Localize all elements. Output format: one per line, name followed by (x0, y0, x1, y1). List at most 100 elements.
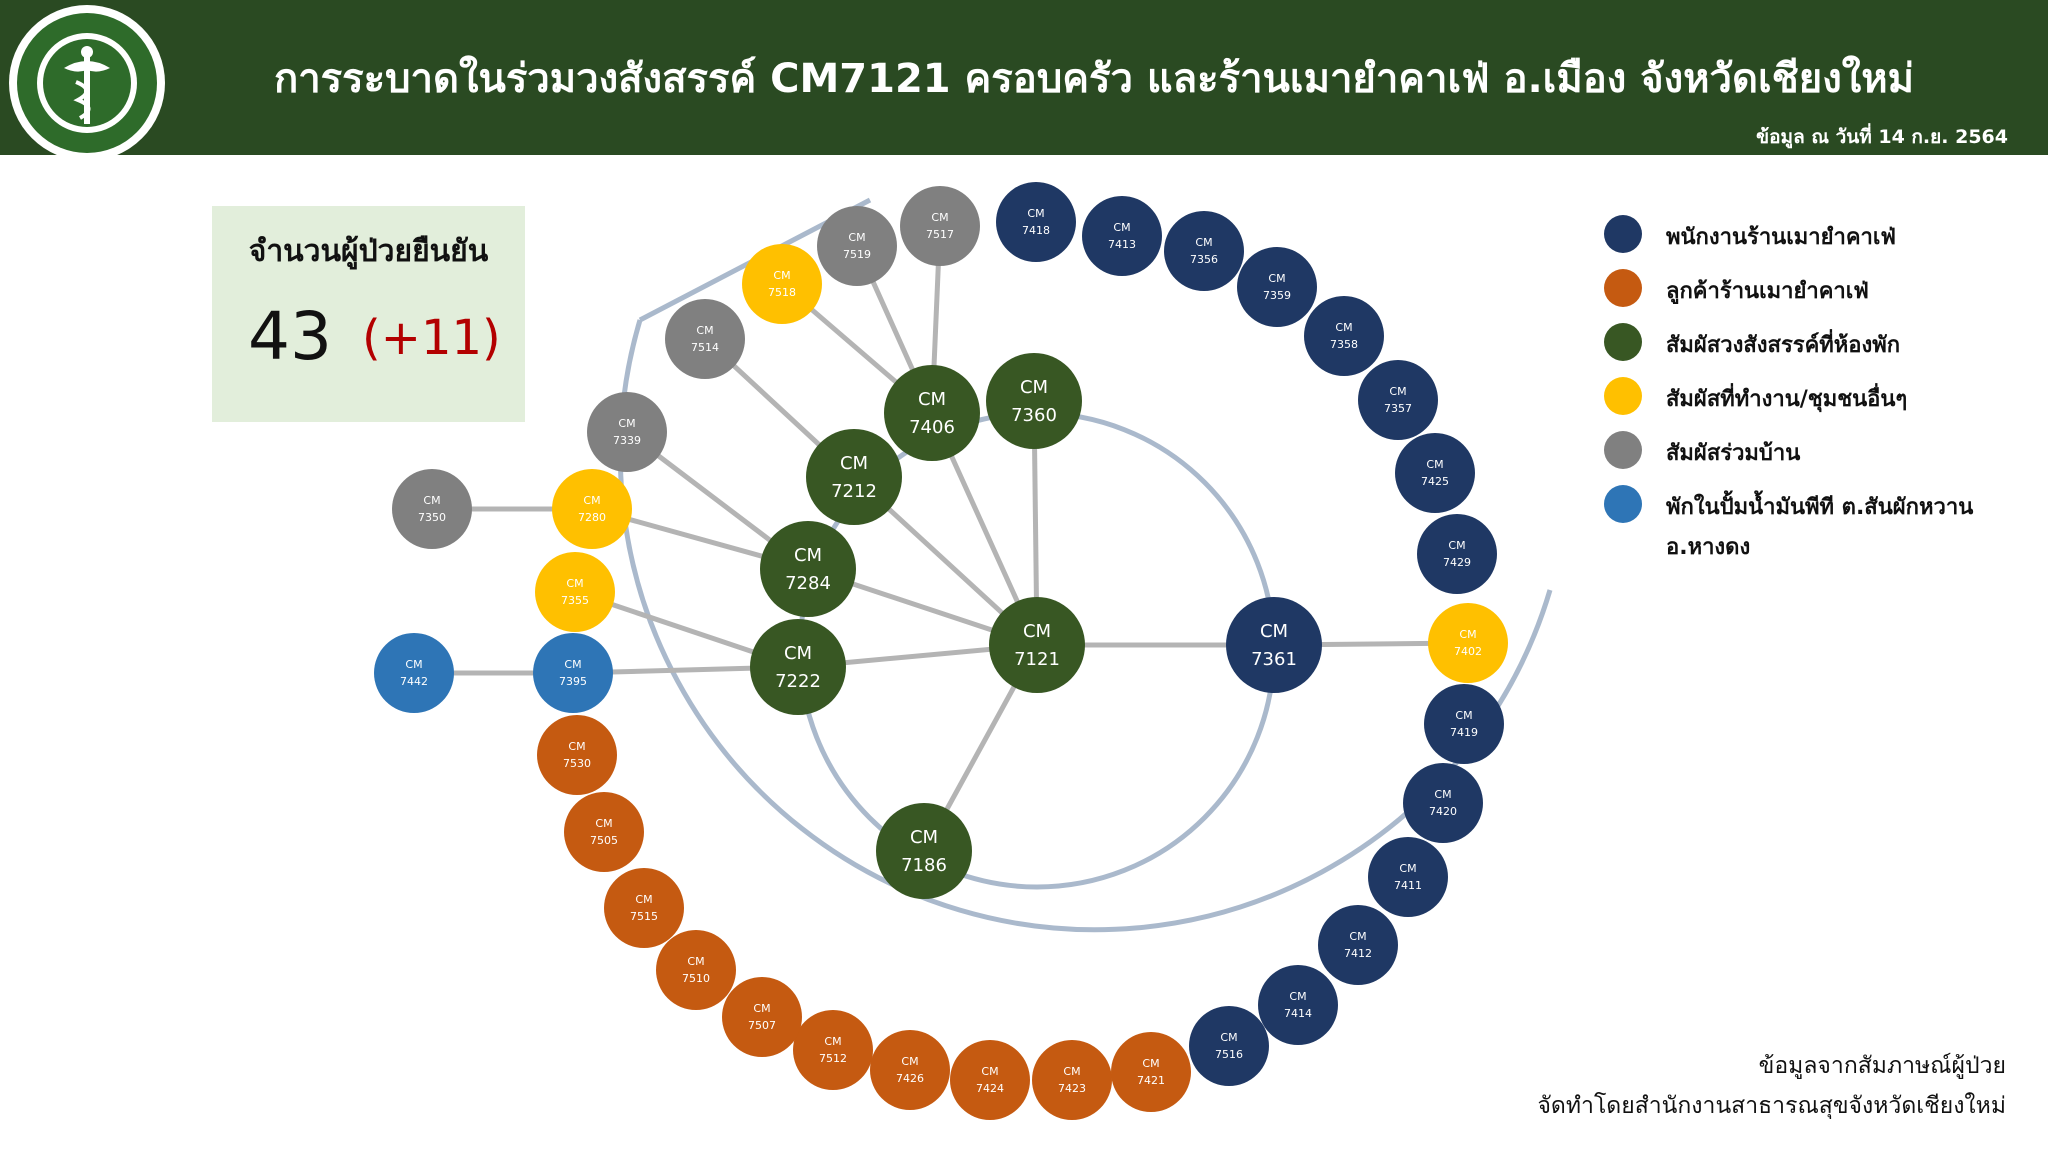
case-node-circle (950, 1040, 1030, 1120)
case-node-id: 7424 (976, 1082, 1004, 1095)
case-node-prefix: CM (1195, 236, 1212, 249)
case-node-prefix: CM (564, 658, 581, 671)
case-node-prefix: CM (696, 324, 713, 337)
ministry-seal-icon (9, 5, 165, 161)
case-node-prefix: CM (595, 817, 612, 830)
case-node-circle (1358, 360, 1438, 440)
case-node-prefix: CM (1455, 709, 1472, 722)
case-node-id: 7423 (1058, 1082, 1086, 1095)
case-node-id: 7121 (1014, 649, 1060, 670)
case-node-id: 7402 (1454, 645, 1482, 658)
legend-label: พนักงานร้านเมายำคาเฟ่ (1666, 225, 1896, 250)
confirmed-count-value: 43 (248, 298, 332, 375)
case-node-id: 7350 (418, 511, 446, 524)
case-node-7412: CM 7412 (1318, 905, 1398, 985)
case-node-circle (1226, 597, 1322, 693)
case-node-7339: CM 7339 (587, 392, 667, 472)
case-node-7350: CM 7350 (392, 469, 472, 549)
case-node-prefix: CM (1063, 1065, 1080, 1078)
legend-swatch (1604, 485, 1642, 523)
case-node-id: 7429 (1443, 556, 1471, 569)
case-node-circle (1189, 1006, 1269, 1086)
case-node-id: 7442 (400, 675, 428, 688)
case-node-prefix: CM (773, 269, 790, 282)
case-node-prefix: CM (405, 658, 422, 671)
case-node-id: 7414 (1284, 1007, 1312, 1020)
case-node-id: 7425 (1421, 475, 1449, 488)
case-node-id: 7359 (1263, 289, 1291, 302)
case-node-prefix: CM (1260, 621, 1288, 642)
case-node-7402: CM 7402 (1428, 603, 1508, 683)
case-node-id: 7505 (590, 834, 618, 847)
case-node-prefix: CM (1448, 539, 1465, 552)
case-node-circle (817, 206, 897, 286)
case-node-7419: CM 7419 (1424, 684, 1504, 764)
case-node-circle (742, 244, 822, 324)
case-node-circle (533, 633, 613, 713)
case-node-id: 7418 (1022, 224, 1050, 237)
case-node-id: 7360 (1011, 405, 1057, 426)
case-node-prefix: CM (1459, 628, 1476, 641)
legend: พนักงานร้านเมายำคาเฟ่ ลูกค้าร้านเมายำคาเ… (1604, 212, 2024, 560)
case-node-circle (760, 521, 856, 617)
legend-swatch (1604, 323, 1642, 361)
case-node-id: 7514 (691, 341, 719, 354)
case-node-prefix: CM (618, 417, 635, 430)
case-node-7442: CM 7442 (374, 633, 454, 713)
case-node-id: 7339 (613, 434, 641, 447)
case-node-prefix: CM (423, 494, 440, 507)
case-node-prefix: CM (840, 453, 868, 474)
case-node-id: 7507 (748, 1019, 776, 1032)
legend-item-cafe-customer: ลูกค้าร้านเมายำคาเฟ่ (1604, 266, 2024, 320)
case-node-circle (1428, 603, 1508, 683)
data-date: ข้อมูล ณ วันที่ 14 ก.ย. 2564 (1756, 126, 2008, 148)
case-node-id: 7516 (1215, 1048, 1243, 1061)
case-node-prefix: CM (784, 643, 812, 664)
case-node-7514: CM 7514 (665, 299, 745, 379)
case-node-circle (989, 597, 1085, 693)
case-node-circle (876, 803, 972, 899)
case-node-id: 7412 (1344, 947, 1372, 960)
case-node-circle (1111, 1032, 1191, 1112)
legend-swatch (1604, 215, 1642, 253)
case-node-id: 7426 (896, 1072, 924, 1085)
case-node-circle (604, 868, 684, 948)
case-node-circle (665, 299, 745, 379)
case-node-prefix: CM (583, 494, 600, 507)
legend-label: สัมผัสวงสังสรรค์ที่ห้องพัก (1666, 333, 1901, 358)
case-node-id: 7518 (768, 286, 796, 299)
legend-label: สัมผัสร่วมบ้าน (1666, 441, 1801, 466)
case-node-prefix: CM (1434, 788, 1451, 801)
case-node-circle (793, 1010, 873, 1090)
case-node-circle (1318, 905, 1398, 985)
case-node-circle (1082, 196, 1162, 276)
case-node-prefix: CM (1349, 930, 1366, 943)
confirmed-count-box: จำนวนผู้ป่วยยืนยัน 43 (+11) (212, 206, 525, 422)
case-node-prefix: CM (848, 231, 865, 244)
case-node-circle (1403, 763, 1483, 843)
case-node-id: 7411 (1394, 879, 1422, 892)
legend-item-cafe-staff: พนักงานร้านเมายำคาเฟ่ (1604, 212, 2024, 266)
case-node-id: 7515 (630, 910, 658, 923)
case-node-circle (374, 633, 454, 713)
case-node-circle (587, 392, 667, 472)
case-node-id: 7419 (1450, 726, 1478, 739)
case-node-id: 7358 (1330, 338, 1358, 351)
